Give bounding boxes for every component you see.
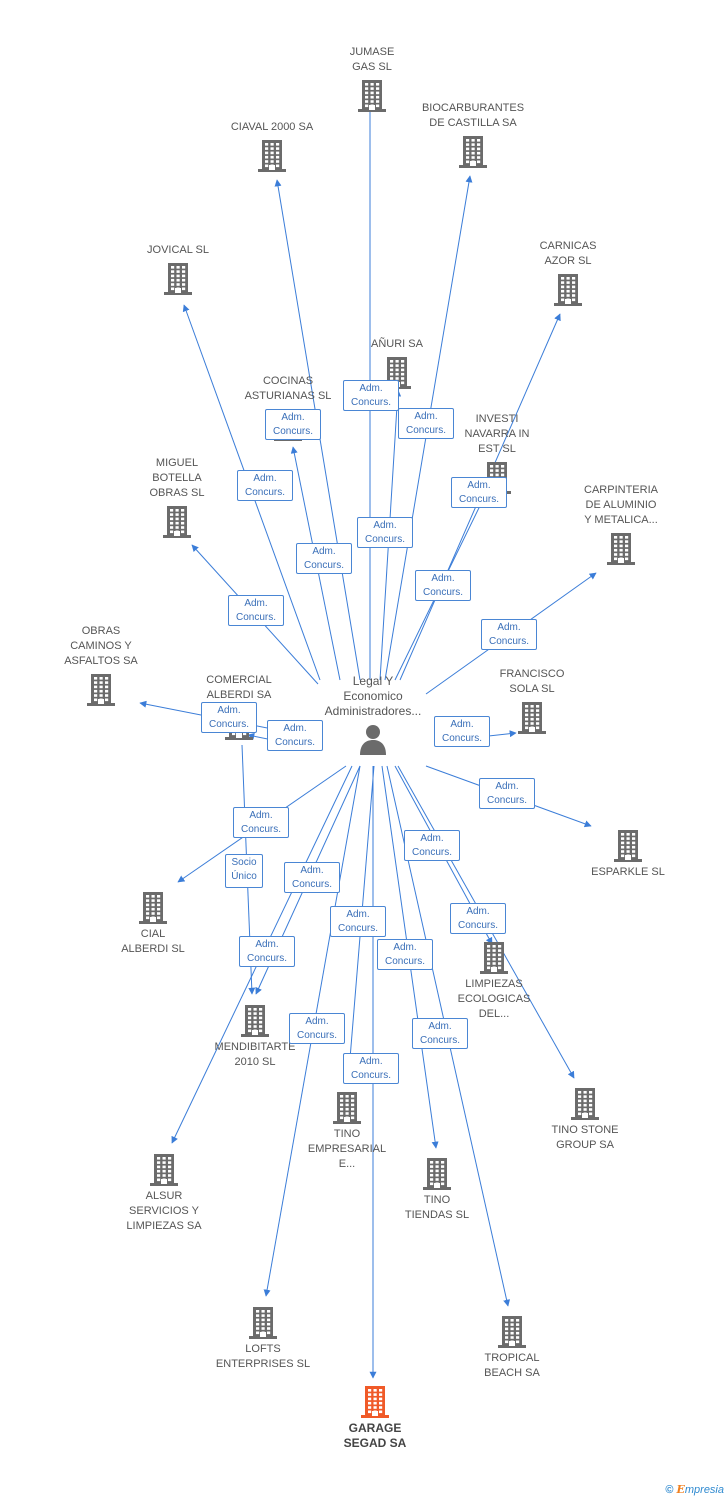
relation-badge[interactable]: Adm. Concurs. <box>398 408 454 439</box>
copyright-symbol: © <box>665 1484 674 1496</box>
company-label: GARAGE SEGAD SA <box>343 1421 407 1450</box>
building-icon <box>249 1305 277 1339</box>
relation-badge[interactable]: Adm. Concurs. <box>479 778 535 809</box>
building-icon <box>518 700 546 734</box>
building-icon <box>423 1156 451 1190</box>
building-icon <box>571 1086 599 1120</box>
company-node-garage[interactable]: GARAGE SEGAD SA <box>310 1384 440 1451</box>
company-label: TROPICAL BEACH SA <box>484 1352 540 1379</box>
company-node-tinostone[interactable]: TINO STONE GROUP SA <box>520 1086 650 1153</box>
relation-badge[interactable]: Adm. Concurs. <box>237 470 293 501</box>
relation-badge[interactable]: Adm. Concurs. <box>343 1053 399 1084</box>
company-label: MIGUEL BOTELLA OBRAS SL <box>149 457 205 499</box>
building-icon <box>333 1090 361 1124</box>
center-person-label: Legal Y Economico Administradores... <box>324 674 422 718</box>
relation-badge[interactable]: Adm. Concurs. <box>296 543 352 574</box>
relation-badge[interactable]: Adm. Concurs. <box>239 936 295 967</box>
company-node-cial[interactable]: CIAL ALBERDI SL <box>88 890 218 957</box>
company-label: CIAL ALBERDI SL <box>121 928 185 955</box>
company-label: INVESTI NAVARRA IN EST SL <box>464 413 530 455</box>
company-node-tinotiendas[interactable]: TINO TIENDAS SL <box>372 1156 502 1223</box>
building-icon <box>258 138 286 172</box>
brand-logo-letter: E <box>676 1483 685 1496</box>
company-node-tropical[interactable]: TROPICAL BEACH SA <box>447 1314 577 1381</box>
company-node-tinoempresarial[interactable]: TINO EMPRESARIAL E... <box>282 1090 412 1172</box>
relation-badge[interactable]: Adm. Concurs. <box>233 807 289 838</box>
building-icon <box>554 272 582 306</box>
brand-name: mpresia <box>684 1484 724 1496</box>
company-node-biocarburantes[interactable]: BIOCARBURANTES DE CASTILLA SA <box>408 101 538 168</box>
company-label: AÑURI SA <box>371 338 423 350</box>
relation-badge[interactable]: Adm. Concurs. <box>201 702 257 733</box>
company-label: ALSUR SERVICIOS Y LIMPIEZAS SA <box>126 1190 202 1232</box>
company-label: CARPINTERIA DE ALUMINIO Y METALICA... <box>584 484 658 526</box>
building-icon <box>241 1003 269 1037</box>
building-icon <box>498 1314 526 1348</box>
relation-badge[interactable]: Adm. Concurs. <box>412 1018 468 1049</box>
company-label: CIAVAL 2000 SA <box>230 121 314 133</box>
relation-badge[interactable]: Adm. Concurs. <box>330 906 386 937</box>
company-node-carpinteria[interactable]: CARPINTERIA DE ALUMINIO Y METALICA... <box>556 483 686 565</box>
relation-badge[interactable]: Adm. Concurs. <box>267 720 323 751</box>
relation-badge[interactable]: Adm. Concurs. <box>450 903 506 934</box>
building-icon <box>139 890 167 924</box>
company-node-mendibitarte[interactable]: MENDIBITARTE 2010 SL <box>190 1003 320 1070</box>
building-icon <box>361 1384 389 1418</box>
company-node-ciaval[interactable]: CIAVAL 2000 SA <box>207 120 337 172</box>
relation-badge[interactable]: Adm. Concurs. <box>357 517 413 548</box>
company-node-esparkle[interactable]: ESPARKLE SL <box>563 828 693 880</box>
relation-badge[interactable]: Adm. Concurs. <box>377 939 433 970</box>
relation-badge[interactable]: Adm. Concurs. <box>289 1013 345 1044</box>
relation-badge[interactable]: Adm. Concurs. <box>434 716 490 747</box>
building-icon <box>358 78 386 112</box>
relation-badge[interactable]: Adm. Concurs. <box>451 477 507 508</box>
company-label: CARNICAS AZOR SL <box>539 240 597 267</box>
relation-badge[interactable]: Adm. Concurs. <box>343 380 399 411</box>
company-label: BIOCARBURANTES DE CASTILLA SA <box>421 102 525 129</box>
company-label: TINO TIENDAS SL <box>404 1194 470 1221</box>
building-icon <box>87 672 115 706</box>
company-node-jumase[interactable]: JUMASE GAS SL <box>307 45 437 112</box>
company-node-carnicas[interactable]: CARNICAS AZOR SL <box>503 239 633 306</box>
building-icon <box>607 531 635 565</box>
company-label: OBRAS CAMINOS Y ASFALTOS SA <box>64 625 138 667</box>
building-icon <box>459 134 487 168</box>
company-label: MENDIBITARTE 2010 SL <box>214 1041 296 1068</box>
company-node-lofts[interactable]: LOFTS ENTERPRISES SL <box>198 1305 328 1372</box>
company-label: TINO STONE GROUP SA <box>551 1124 619 1151</box>
relation-badge[interactable]: Socio Único <box>225 854 263 888</box>
relation-badge[interactable]: Adm. Concurs. <box>228 595 284 626</box>
relation-badge[interactable]: Adm. Concurs. <box>265 409 321 440</box>
building-icon <box>163 504 191 538</box>
relation-badge[interactable]: Adm. Concurs. <box>415 570 471 601</box>
building-icon <box>164 261 192 295</box>
person-icon <box>358 723 388 755</box>
brand-footer[interactable]: ©Empresia <box>665 1483 724 1496</box>
company-node-alsur[interactable]: ALSUR SERVICIOS Y LIMPIEZAS SA <box>99 1152 229 1234</box>
relation-badge[interactable]: Adm. Concurs. <box>284 862 340 893</box>
company-label: JOVICAL SL <box>147 244 209 256</box>
building-icon <box>150 1152 178 1186</box>
company-node-jovical[interactable]: JOVICAL SL <box>113 243 243 295</box>
company-label: JUMASE GAS SL <box>349 46 395 73</box>
company-label: ESPARKLE SL <box>591 866 665 878</box>
company-label: COMERCIAL ALBERDI SA <box>206 674 272 701</box>
company-node-miguel[interactable]: MIGUEL BOTELLA OBRAS SL <box>112 456 242 538</box>
company-label: LIMPIEZAS ECOLOGICAS DEL... <box>457 978 531 1020</box>
company-label: COCINAS ASTURIANAS SL <box>244 375 332 402</box>
company-label: TINO EMPRESARIAL E... <box>307 1128 387 1170</box>
building-icon <box>614 828 642 862</box>
center-person-node[interactable]: Legal Y Economico Administradores... <box>303 674 443 755</box>
company-node-obras[interactable]: OBRAS CAMINOS Y ASFALTOS SA <box>36 624 166 706</box>
building-icon <box>480 940 508 974</box>
company-label: FRANCISCO SOLA SL <box>499 668 565 695</box>
relation-badge[interactable]: Adm. Concurs. <box>481 619 537 650</box>
company-node-limpiezas[interactable]: LIMPIEZAS ECOLOGICAS DEL... <box>429 940 559 1022</box>
company-label: LOFTS ENTERPRISES SL <box>215 1343 311 1370</box>
company-node-francisco[interactable]: FRANCISCO SOLA SL <box>467 667 597 734</box>
relation-badge[interactable]: Adm. Concurs. <box>404 830 460 861</box>
